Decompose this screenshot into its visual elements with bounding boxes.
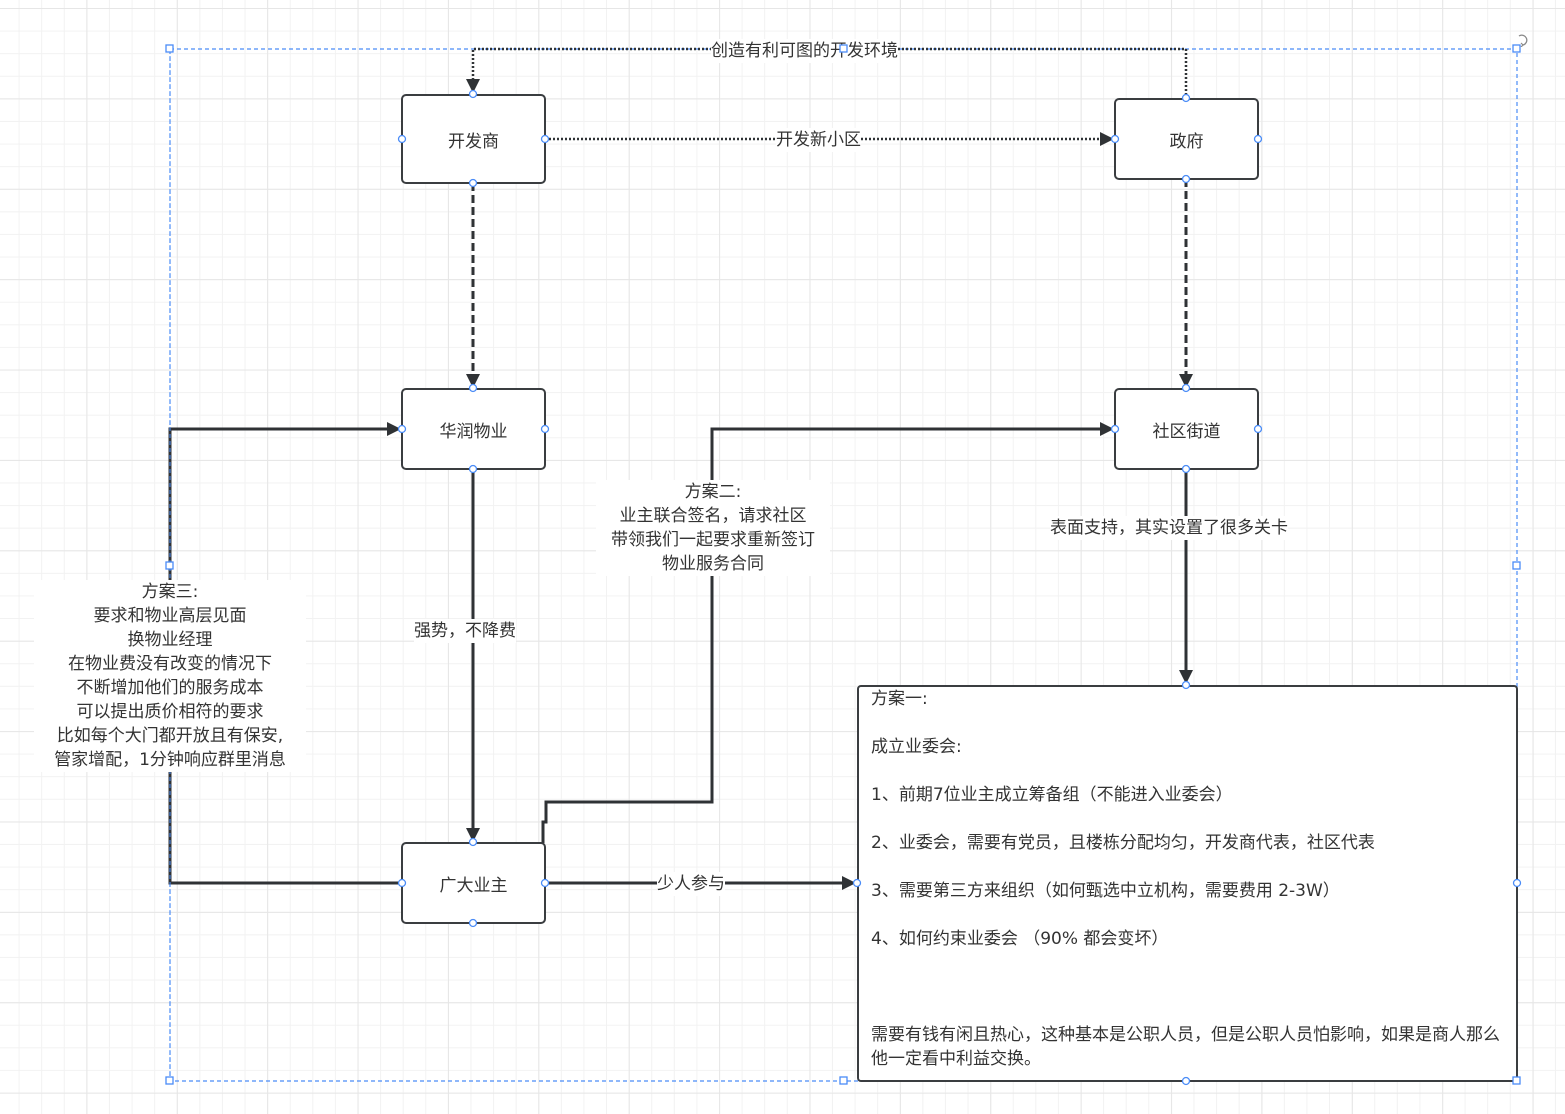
node-community-office[interactable]: 社区街道 xyxy=(1114,388,1259,470)
node-community-office-label: 社区街道 xyxy=(1152,421,1221,442)
plan-one-title: 方案一: xyxy=(871,689,928,709)
node-homeowners[interactable]: 广大业主 xyxy=(401,842,546,924)
node-developer-label: 开发商 xyxy=(448,131,499,152)
plan-three-line: 管家增配，1分钟响应群里消息 xyxy=(54,750,286,770)
node-plan-one[interactable]: 方案一: 成立业委会: 1、前期7位业主成立筹备组（不能进入业委会） 2、业委会… xyxy=(857,685,1518,1082)
plan-three-line: 在物业费没有改变的情况下 xyxy=(68,654,272,674)
plan-three-line: 要求和物业高层见面 xyxy=(93,606,247,626)
plan-one-note: 需要有钱有闲且热心，这种基本是公职人员，但是公职人员怕影响，如果是商人那么他一定… xyxy=(871,1025,1500,1069)
edge-gov-to-developer[interactable] xyxy=(466,47,1188,99)
node-government[interactable]: 政府 xyxy=(1114,98,1259,180)
plan-three-line: 比如每个大门都开放且有保安, xyxy=(56,726,284,746)
edge-label-gov-to-developer: 创造有利可图的开发环境 xyxy=(711,39,898,63)
node-developer[interactable]: 开发商 xyxy=(401,94,546,184)
edge-homeowners-to-community[interactable] xyxy=(541,422,1114,843)
node-government-label: 政府 xyxy=(1169,131,1204,152)
plan-two-label: 方案二: 业主联合签名，请求社区 带领我们一起要求重新签订 物业服务合同 xyxy=(596,480,830,576)
edge-label-homeowners-to-plan1: 少人参与 xyxy=(657,872,725,896)
plan-three-label: 方案三: 要求和物业高层见面 换物业经理 在物业费没有改变的情况下 不断增加他们… xyxy=(34,580,306,772)
plan-three-line: 可以提出质价相符的要求 xyxy=(76,702,264,722)
node-homeowners-label: 广大业主 xyxy=(439,875,508,896)
plan-three-line: 方案三: xyxy=(141,582,199,602)
plan-one-item: 1、前期7位业主成立筹备组（不能进入业委会） xyxy=(871,785,1233,805)
plan-three-line: 不断增加他们的服务成本 xyxy=(76,678,264,698)
edge-label-community-to-plan1: 表面支持，其实设置了很多关卡 xyxy=(1050,516,1288,540)
plan-one-subtitle: 成立业委会: xyxy=(871,737,962,757)
plan-one-item: 2、业委会，需要有党员，且楼栋分配均匀，开发商代表，社区代表 xyxy=(871,833,1375,853)
plan-one-item: 4、如何约束业委会 （90% 都会变坏） xyxy=(871,929,1169,949)
node-property-management[interactable]: 华润物业 xyxy=(401,388,546,470)
plan-one-item: 3、需要第三方来组织（如何甄选中立机构，需要费用 2-3W） xyxy=(871,881,1340,901)
plan-two-line: 业主联合签名，请求社区 xyxy=(619,506,807,526)
rotate-icon[interactable] xyxy=(1516,33,1530,47)
node-property-management-label: 华润物业 xyxy=(439,421,508,442)
plan-three-line: 换物业经理 xyxy=(127,630,213,650)
edge-label-property-to-homeowners: 强势，不降费 xyxy=(414,619,516,643)
plan-two-line: 带领我们一起要求重新签订 xyxy=(611,530,815,550)
plan-two-line: 物业服务合同 xyxy=(662,554,764,574)
edge-label-developer-to-gov: 开发新小区 xyxy=(776,128,861,152)
plan-two-line: 方案二: xyxy=(684,482,742,502)
